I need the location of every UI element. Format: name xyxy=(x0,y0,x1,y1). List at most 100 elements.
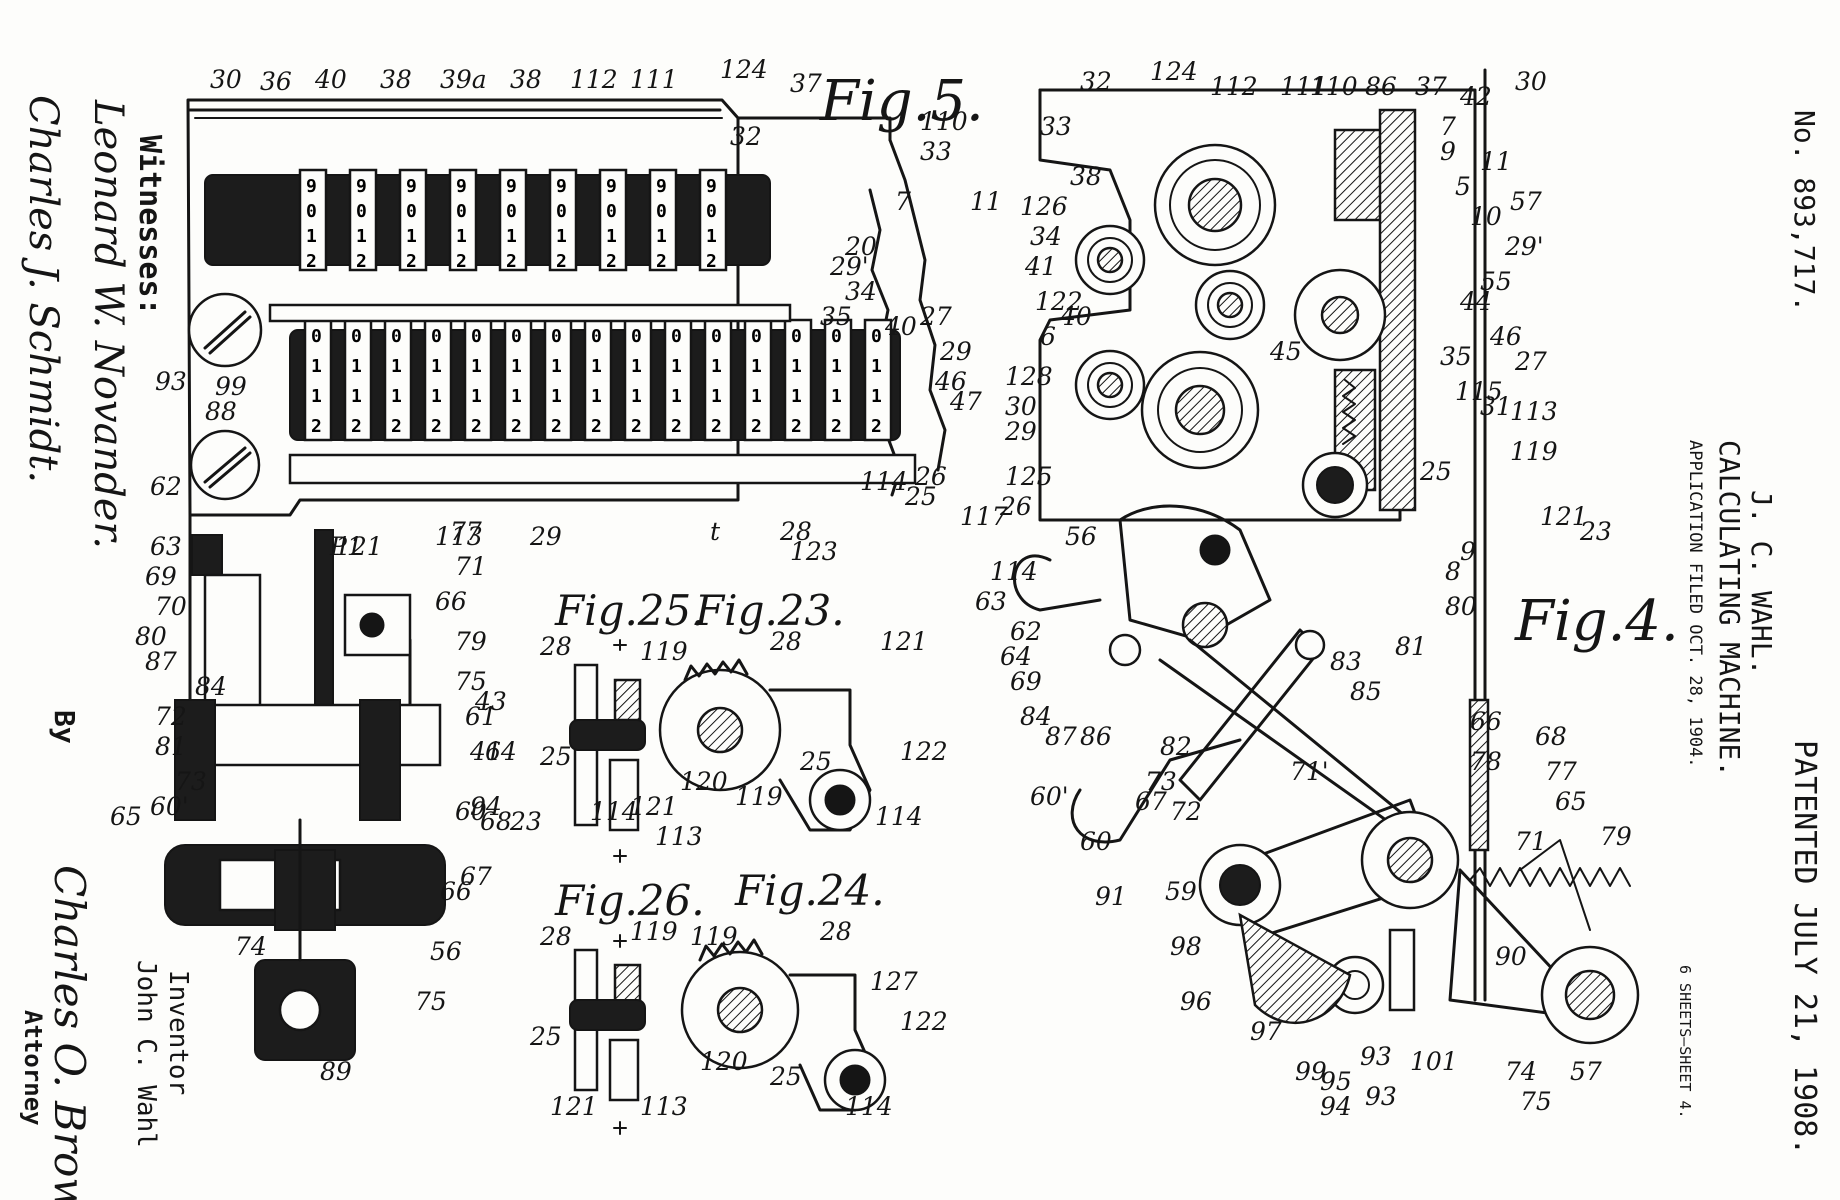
reference-numeral: 31 xyxy=(1480,392,1512,421)
wheel-digit: 0 xyxy=(431,326,442,347)
wheel-digit: 1 xyxy=(871,386,882,407)
figure-23 xyxy=(658,658,872,832)
reference-numeral: 86 xyxy=(1365,72,1397,101)
reference-numeral: 33 xyxy=(920,137,952,166)
reference-numeral: 65 xyxy=(110,802,142,831)
wheel-digit: 0 xyxy=(831,326,842,347)
wheel-digit: 1 xyxy=(606,226,617,247)
wheel-digit: 9 xyxy=(456,176,467,197)
lower-number-wheels: 0112011201120112011201120112011201120112… xyxy=(303,318,893,442)
fig5-title: Fig.5. xyxy=(819,69,984,134)
hub-45 xyxy=(1293,268,1387,362)
reference-numeral: 79 xyxy=(1600,822,1632,851)
reference-numeral: 29 xyxy=(529,522,562,551)
reference-numeral: 44 xyxy=(1459,287,1492,316)
wheel-digit: 1 xyxy=(831,386,842,407)
reference-numeral: 6 xyxy=(1040,322,1056,351)
wheel-digit: 1 xyxy=(511,386,522,407)
reference-numeral: 121 xyxy=(335,532,383,561)
reference-numeral: 30 xyxy=(210,65,242,94)
wheel-digit: 1 xyxy=(631,356,642,377)
wheel-digit: 1 xyxy=(311,386,322,407)
wheel-digit: 1 xyxy=(356,226,367,247)
wheel-digit: 1 xyxy=(556,226,567,247)
reference-numeral: 93 xyxy=(155,367,187,396)
number-wheel xyxy=(783,318,813,442)
fig23-title: Fig.23. xyxy=(694,586,845,635)
reference-numeral: 25 xyxy=(904,482,937,511)
reference-numeral: 47 xyxy=(949,387,982,416)
reference-numeral: 95 xyxy=(1320,1067,1352,1096)
reference-numeral: 84 xyxy=(1020,702,1052,731)
wheel-digit: 2 xyxy=(311,416,322,437)
reference-numeral: 57 xyxy=(1570,1057,1602,1086)
wheel-digit: 2 xyxy=(406,251,417,272)
reference-numeral: 62 xyxy=(150,472,182,501)
wheel-digit: 0 xyxy=(711,326,722,347)
number-wheel xyxy=(863,318,893,442)
wheel-digit: 0 xyxy=(306,201,317,222)
reference-numeral: 64 xyxy=(485,737,517,766)
reference-numeral: 40 xyxy=(314,65,347,94)
reference-numeral: 37 xyxy=(1415,72,1447,101)
witness-1-signature: Leonard W. Novander. xyxy=(85,99,131,549)
wheel-digit: 1 xyxy=(431,386,442,407)
reference-numeral: 64 xyxy=(1000,642,1032,671)
reference-numeral: 122 xyxy=(900,1007,948,1036)
patent-number: No. 893,717. xyxy=(1788,110,1821,312)
wheel-digit: 9 xyxy=(656,176,667,197)
reference-numeral: 67 xyxy=(460,862,492,891)
reference-numeral: 101 xyxy=(1410,1047,1458,1076)
reference-numeral: 74 xyxy=(1505,1057,1537,1086)
reference-numeral: 72 xyxy=(155,702,187,731)
figure-4 xyxy=(1013,68,1640,1045)
reference-numeral: 117 xyxy=(960,502,1008,531)
gear-33 xyxy=(1153,143,1277,267)
reference-numeral: 93 xyxy=(1365,1082,1397,1111)
reference-numeral: 81 xyxy=(1395,632,1427,661)
wheel-digit: 2 xyxy=(551,416,562,437)
reference-numeral: 73 xyxy=(1145,767,1177,796)
wheel-digit: 0 xyxy=(556,201,567,222)
figure-26 xyxy=(569,934,646,1135)
wheel-digit: 0 xyxy=(791,326,802,347)
number-wheel xyxy=(823,318,853,442)
reference-numeral: 55 xyxy=(1480,267,1512,296)
reference-numeral: 85 xyxy=(1350,677,1382,706)
reference-numeral: 119 xyxy=(630,917,678,946)
wheel-digit: 2 xyxy=(306,251,317,272)
number-wheel xyxy=(398,168,428,272)
reference-numeral: 34 xyxy=(1030,222,1062,251)
wheel-digit: 2 xyxy=(471,416,482,437)
reference-numeral: 113 xyxy=(655,822,703,851)
reference-numeral: P1 xyxy=(329,532,363,561)
reference-numeral: 75 xyxy=(1520,1087,1552,1116)
reference-numeral: 45 xyxy=(1269,337,1302,366)
wheel-digit: 2 xyxy=(706,251,717,272)
reference-numeral: 80 xyxy=(1445,592,1477,621)
wheel-digit: 1 xyxy=(591,386,602,407)
wheel-digit: 9 xyxy=(506,176,517,197)
reference-numeral: 113 xyxy=(435,522,483,551)
reference-numeral: 59 xyxy=(1165,877,1197,906)
reference-numeral: 29' xyxy=(829,252,869,281)
reference-numeral: 121 xyxy=(630,792,678,821)
reference-numeral: 20 xyxy=(844,232,877,261)
reference-numeral: 66 xyxy=(1470,707,1502,736)
reference-numeral: 110 xyxy=(1310,72,1358,101)
wheel-digit: 1 xyxy=(551,386,562,407)
reference-numeral: 127 xyxy=(870,967,918,996)
reference-numeral: 27 xyxy=(919,302,952,331)
reference-numeral: 120 xyxy=(680,767,728,796)
reference-numeral: 38 xyxy=(380,65,412,94)
application-date: APPLICATION FILED OCT. 28, 1904. xyxy=(1685,440,1705,768)
wheel-digit: 2 xyxy=(671,416,682,437)
wheel-digit: 1 xyxy=(671,386,682,407)
reference-numeral: 128 xyxy=(1005,362,1053,391)
reference-numeral: 30 xyxy=(1005,392,1037,421)
reference-numeral: 110 xyxy=(920,107,968,136)
wheel-digit: 2 xyxy=(831,416,842,437)
